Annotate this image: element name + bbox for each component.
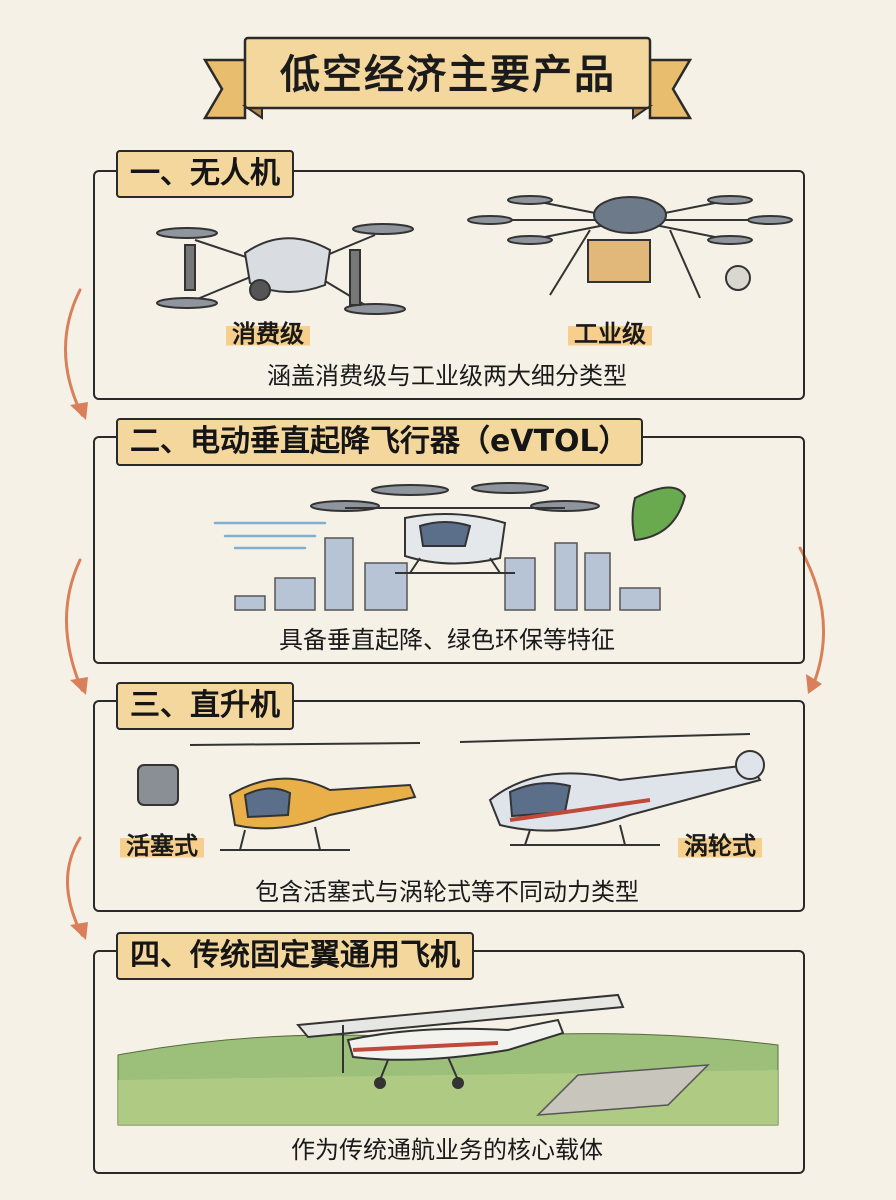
title-ribbon [202, 36, 693, 120]
turbine-helicopter-illustration [459, 733, 765, 846]
tag-consumer: 消费级 [226, 314, 310, 349]
consumer-drone-illustration [156, 223, 414, 315]
section-drones-caption: 涵盖消费级与工业级两大细分类型 [267, 362, 627, 390]
section-evtol-caption: 具备垂直起降、绿色环保等特征 [279, 626, 615, 654]
page-title: 低空经济主要产品 [280, 52, 616, 98]
industrial-drone-illustration [467, 195, 793, 299]
section-fixed-wing-label: 四、传统固定翼通用飞机 [116, 932, 474, 980]
tag-industrial: 工业级 [568, 314, 652, 349]
section-fixed-wing-caption: 作为传统通航业务的核心载体 [291, 1136, 603, 1164]
tag-piston: 活塞式 [120, 826, 204, 861]
piston-helicopter-illustration [137, 742, 421, 851]
evtol-illustration [213, 482, 687, 611]
fixed-wing-illustration [117, 993, 779, 1126]
section-helicopters-label: 三、直升机 [116, 682, 294, 730]
section-helicopters-caption: 包含活塞式与涡轮式等不同动力类型 [255, 878, 639, 906]
section-evtol-label: 二、电动垂直起降飞行器（eVTOL） [116, 418, 643, 466]
title-banner: 低空经济主要产品 [222, 36, 674, 120]
section-drones-label: 一、无人机 [116, 150, 294, 198]
tag-turbine: 涡轮式 [678, 826, 762, 861]
